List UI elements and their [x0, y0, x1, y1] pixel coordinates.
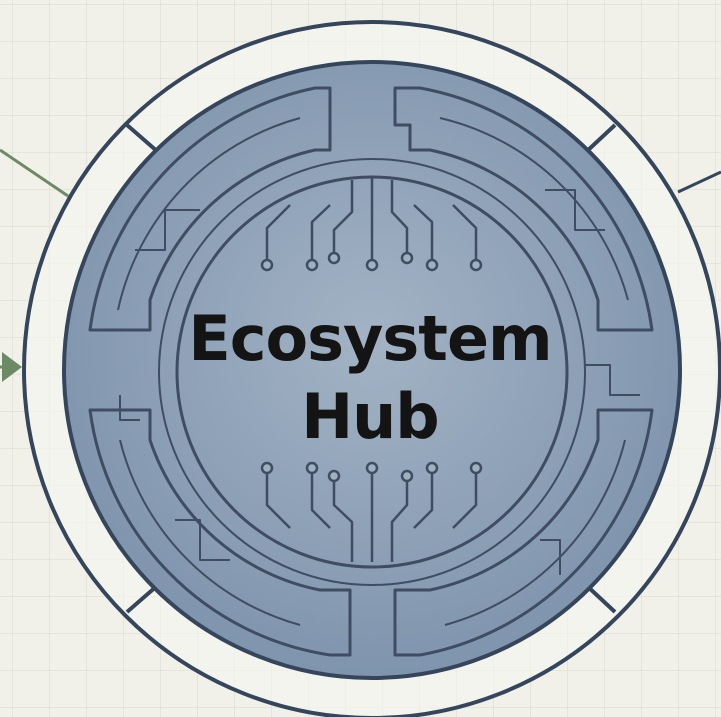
circuit-pins-top — [265, 178, 478, 262]
connector-line-top-left — [0, 148, 69, 198]
hub-disc — [62, 60, 682, 680]
hub-title-line2: Hub — [301, 380, 439, 453]
circuit-pins-bottom — [265, 472, 478, 562]
circuit-pattern — [88, 86, 654, 657]
circuit-pin-dots-bottom — [260, 461, 483, 483]
connector-line-top-right — [677, 170, 721, 194]
hub-title: Ecosystem Hub — [160, 300, 580, 456]
connector-arrowhead-left — [2, 352, 22, 382]
hub-title-line1: Ecosystem — [188, 302, 552, 375]
circuit-pin-dots-top — [260, 251, 483, 272]
